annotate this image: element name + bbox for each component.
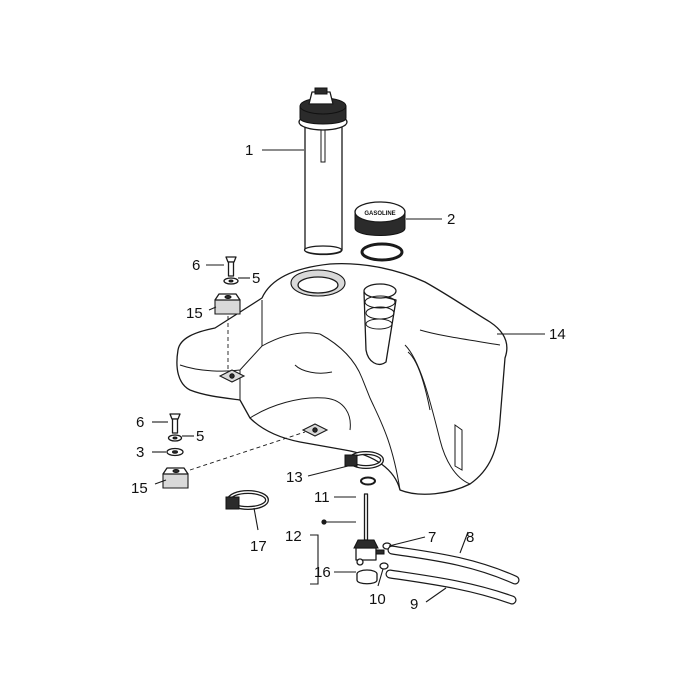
lower-mount-hardware (162, 413, 189, 489)
alignment-line-lower (189, 431, 306, 471)
fuel-level-sender (298, 87, 348, 256)
callout-5-lower: 5 (196, 428, 204, 445)
callout-15-upper: 15 (186, 305, 203, 322)
callout-11: 11 (314, 489, 330, 506)
callout-9: 9 (410, 596, 418, 613)
fuel-hose-9 (385, 569, 517, 605)
callout-10: 10 (369, 591, 386, 608)
callout-1: 1 (245, 142, 253, 159)
upper-mount-hardware (214, 256, 241, 315)
leader-dot (321, 519, 327, 525)
callout-16: 16 (314, 564, 331, 581)
fuel-tank (176, 262, 508, 495)
callout-15-lower: 15 (131, 480, 148, 497)
fuel-hose-8 (387, 545, 520, 585)
callout-6-lower: 6 (136, 414, 144, 431)
hose-clamp-17 (225, 490, 269, 510)
fuel-tap-assembly (353, 476, 385, 585)
callout-7: 7 (428, 529, 436, 546)
callout-5-upper: 5 (252, 270, 260, 287)
cap-stamp: GASOLINE (364, 211, 395, 217)
callout-14: 14 (549, 326, 566, 343)
callout-6-upper: 6 (192, 257, 200, 274)
callout-3: 3 (136, 444, 144, 461)
hose-clamp-13 (344, 451, 384, 469)
callout-2: 2 (447, 211, 455, 228)
callout-numbers: 1 2 6 5 15 14 6 5 3 15 13 11 12 17 16 10… (131, 142, 566, 613)
leader-lines (152, 149, 545, 603)
callout-13: 13 (286, 469, 303, 486)
callout-12: 12 (285, 528, 302, 545)
callout-8: 8 (466, 529, 474, 546)
fuel-cap: GASOLINE (354, 201, 406, 262)
callout-17: 17 (250, 538, 267, 555)
